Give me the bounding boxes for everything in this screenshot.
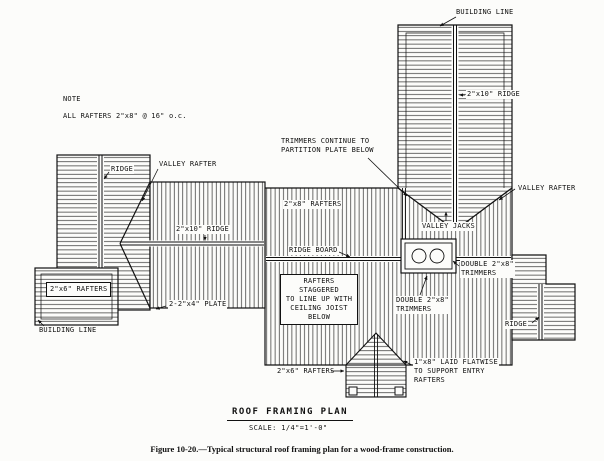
porch-post-left (348, 386, 358, 396)
drawing-scale: SCALE: 1/4"=1'-0" (249, 424, 328, 432)
label-trimmers-continue: TRIMMERS CONTINUE TO PARTITION PLATE BEL… (281, 137, 374, 155)
top-right-wing-roof (397, 24, 513, 229)
leader-building-line-bottom (37, 319, 45, 327)
label-ridge-left: RIDGE (110, 165, 135, 175)
leader-valley-rafter-left (141, 168, 159, 202)
leader-trimmers-continue (367, 157, 408, 197)
label-ridge-2x10-wing: 2"x10" RIDGE (466, 90, 521, 100)
label-laid-flatwise: 1"x8" LAID FLATWISE TO SUPPORT ENTRY RAF… (413, 358, 499, 386)
left-valley-line-upper (119, 181, 151, 244)
right-wing-roof (511, 254, 576, 341)
note-heading: NOTE (63, 95, 81, 103)
figure-caption: Figure 10-20.—Typical structural roof fr… (150, 444, 454, 454)
center-band-roof (119, 181, 266, 309)
label-double-trimmers-right: DOUBLE 2"x8" TRIMMERS (460, 260, 515, 279)
label-building-line-top: BUILDING LINE (456, 8, 514, 16)
leader-laid-flatwise (403, 360, 413, 366)
label-rafters-2x6-left: 2"x6" RAFTERS (46, 282, 112, 298)
leader-ridge-right (531, 316, 540, 324)
band-ridge-clear (121, 240, 264, 247)
leader-double-trimmers-right (452, 260, 460, 267)
leader-valley-rafter-right (498, 188, 516, 201)
label-ridge-2x10-center: 2"x10" RIDGE (175, 225, 230, 235)
leader-double-trimmers-center (419, 275, 428, 296)
flue-left (411, 248, 427, 264)
label-rafters-staggered: RAFTERS STAGGERED TO LINE UP WITH CEILIN… (280, 274, 358, 326)
label-valley-rafter-right: VALLEY RAFTER (518, 184, 576, 192)
label-plate-2x4: 2-2"x4" PLATE (168, 300, 228, 310)
label-valley-rafter-left: VALLEY RAFTER (158, 160, 218, 170)
left-ridge-clear (97, 156, 104, 309)
label-valley-jacks: VALLEY JACKS (421, 222, 476, 232)
bl-building-line (40, 273, 113, 320)
chimney-outer (400, 238, 457, 274)
ridge-board-clear (266, 256, 511, 262)
leader-ridge-board (338, 251, 351, 258)
entry-porch-roof (344, 332, 408, 398)
drawing-title: ROOF FRAMING PLAN (227, 407, 353, 421)
note-body: ALL RAFTERS 2"x8" @ 16" o.c. (63, 112, 187, 120)
left-valley-line-lower (119, 243, 151, 309)
leader-plate-2x4 (155, 305, 167, 310)
label-ridge-board: RIDGE BOARD (288, 246, 339, 256)
right-ridge-clear (537, 285, 544, 339)
wing-ridge-clear (451, 26, 459, 229)
leader-building-line-top (439, 16, 457, 27)
label-building-line-bottom: BUILDING LINE (39, 326, 97, 334)
chimney-inner-trimmer (404, 242, 453, 270)
label-ridge-right: RIDGE (504, 320, 529, 330)
leader-lines (37, 16, 540, 373)
label-rafters-2x8: 2"x8" RAFTERS (283, 200, 343, 210)
label-rafters-2x6-bottom: 2"x6" RAFTERS (277, 367, 335, 375)
label-double-trimmers-center: DOUBLE 2"x8" TRIMMERS (395, 296, 450, 315)
leader-ridge-left (103, 171, 110, 180)
flue-right (429, 248, 445, 264)
drawing-title-block: ROOF FRAMING PLAN SCALE: 1/4"=1'-0" (227, 399, 353, 432)
porch-post-right (394, 386, 404, 396)
chimney-opening (400, 238, 457, 274)
